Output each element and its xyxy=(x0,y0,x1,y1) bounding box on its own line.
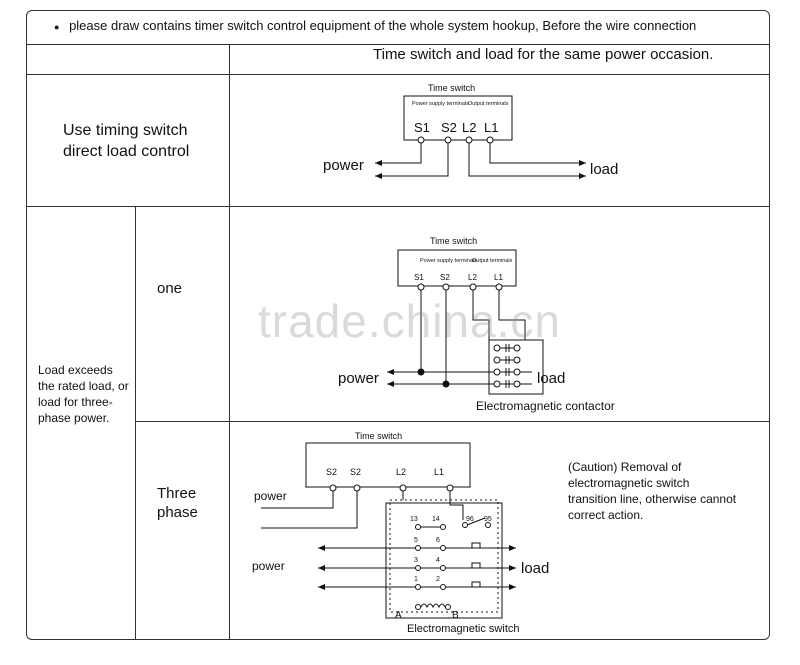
row2-diagram xyxy=(387,249,544,395)
terminal-label: L2 xyxy=(396,467,406,477)
terminal-label: L1 xyxy=(484,120,498,135)
terminal xyxy=(442,283,450,291)
terminal-label: S2 xyxy=(326,467,337,477)
contact-label: 95 xyxy=(484,516,492,523)
row1-label-line1: Use timing switch xyxy=(63,122,188,139)
time-switch-box xyxy=(397,249,517,287)
outer-frame xyxy=(26,10,770,640)
coil-icon xyxy=(415,603,451,610)
power-label: power xyxy=(338,370,379,387)
row3-sub-label-1: Three xyxy=(157,485,197,502)
switch-contacts xyxy=(415,517,491,590)
terminal-label: L1 xyxy=(494,273,503,282)
power-label: power xyxy=(254,489,287,503)
power-wire xyxy=(375,143,422,166)
switch-box xyxy=(389,499,499,613)
contact-label: 3 xyxy=(414,557,418,564)
terminal xyxy=(486,136,494,144)
terminal-label: S1 xyxy=(414,273,424,282)
terminal xyxy=(417,283,425,291)
contact-label: 2 xyxy=(436,576,440,583)
subtitle: Time switch and load for the same power … xyxy=(373,46,714,63)
power-label: power xyxy=(252,559,285,573)
contact-label: 13 xyxy=(410,516,418,523)
terminal xyxy=(469,283,477,291)
intro-text: please draw contains timer switch contro… xyxy=(69,18,697,33)
time-switch-box xyxy=(305,442,471,488)
contact-label: 14 xyxy=(432,516,440,523)
row2-sub-label: one xyxy=(157,280,183,297)
load-label: load xyxy=(521,560,549,577)
load-wire xyxy=(468,143,586,179)
power-label: power xyxy=(323,157,364,174)
terminal xyxy=(417,136,425,144)
watermark: trade.china.cn xyxy=(258,295,561,347)
terminal-label: S2 xyxy=(350,467,361,477)
divider xyxy=(26,206,770,207)
terminal xyxy=(465,136,473,144)
terminal xyxy=(444,136,452,144)
bullet: ● xyxy=(54,22,60,32)
divider xyxy=(135,206,136,640)
terminal-label: L1 xyxy=(434,467,444,477)
terminal-label: S2 xyxy=(441,120,457,135)
output-label: Output terminals xyxy=(468,101,509,107)
terminal-label: L2 xyxy=(462,120,476,135)
divider xyxy=(26,74,770,75)
contact-label: 1 xyxy=(414,576,418,583)
coil-a-label: A xyxy=(395,610,402,621)
contactor-box xyxy=(488,339,544,395)
terminal-label: S2 xyxy=(440,273,450,282)
terminal-label: S1 xyxy=(414,120,430,135)
switch-box-outline xyxy=(385,502,503,619)
contacts xyxy=(493,344,521,388)
time-switch-box xyxy=(403,95,513,141)
power-supply-label: Power supply terminals xyxy=(420,258,477,264)
diagram1-title: Time switch xyxy=(428,83,475,93)
row3-sub-label-2: phase xyxy=(157,504,198,521)
terminal-label: L2 xyxy=(468,273,477,282)
row1-label-line2: direct load control xyxy=(63,143,190,160)
power-wire xyxy=(375,143,449,179)
diagram2-title: Time switch xyxy=(430,236,477,246)
terminal xyxy=(495,283,503,291)
power-supply-label: Power supply terminals xyxy=(412,101,469,107)
divider xyxy=(26,44,770,45)
switch-label: Electromagnetic switch xyxy=(407,623,520,635)
divider xyxy=(229,44,230,640)
output-label: Output terminals xyxy=(472,258,513,264)
row3-diagram xyxy=(261,442,516,619)
contactor-label: Electromagnetic contactor xyxy=(476,399,615,413)
contact-label: 5 xyxy=(414,537,418,544)
row1-diagram xyxy=(375,95,586,179)
contact-label: 6 xyxy=(436,537,440,544)
divider xyxy=(135,421,770,422)
load-wire xyxy=(489,143,586,166)
diagram3-title: Time switch xyxy=(355,431,402,441)
row2-side-label: Load exceeds the rated load, or load for… xyxy=(38,363,129,425)
load-label: load xyxy=(590,161,618,178)
contact-label: 4 xyxy=(436,557,440,564)
caution-note: (Caution) Removal of electromagnetic swi… xyxy=(568,460,737,522)
contact-label: 96 xyxy=(466,516,474,523)
coil-b-label: B xyxy=(452,610,459,621)
load-label: load xyxy=(537,370,565,387)
